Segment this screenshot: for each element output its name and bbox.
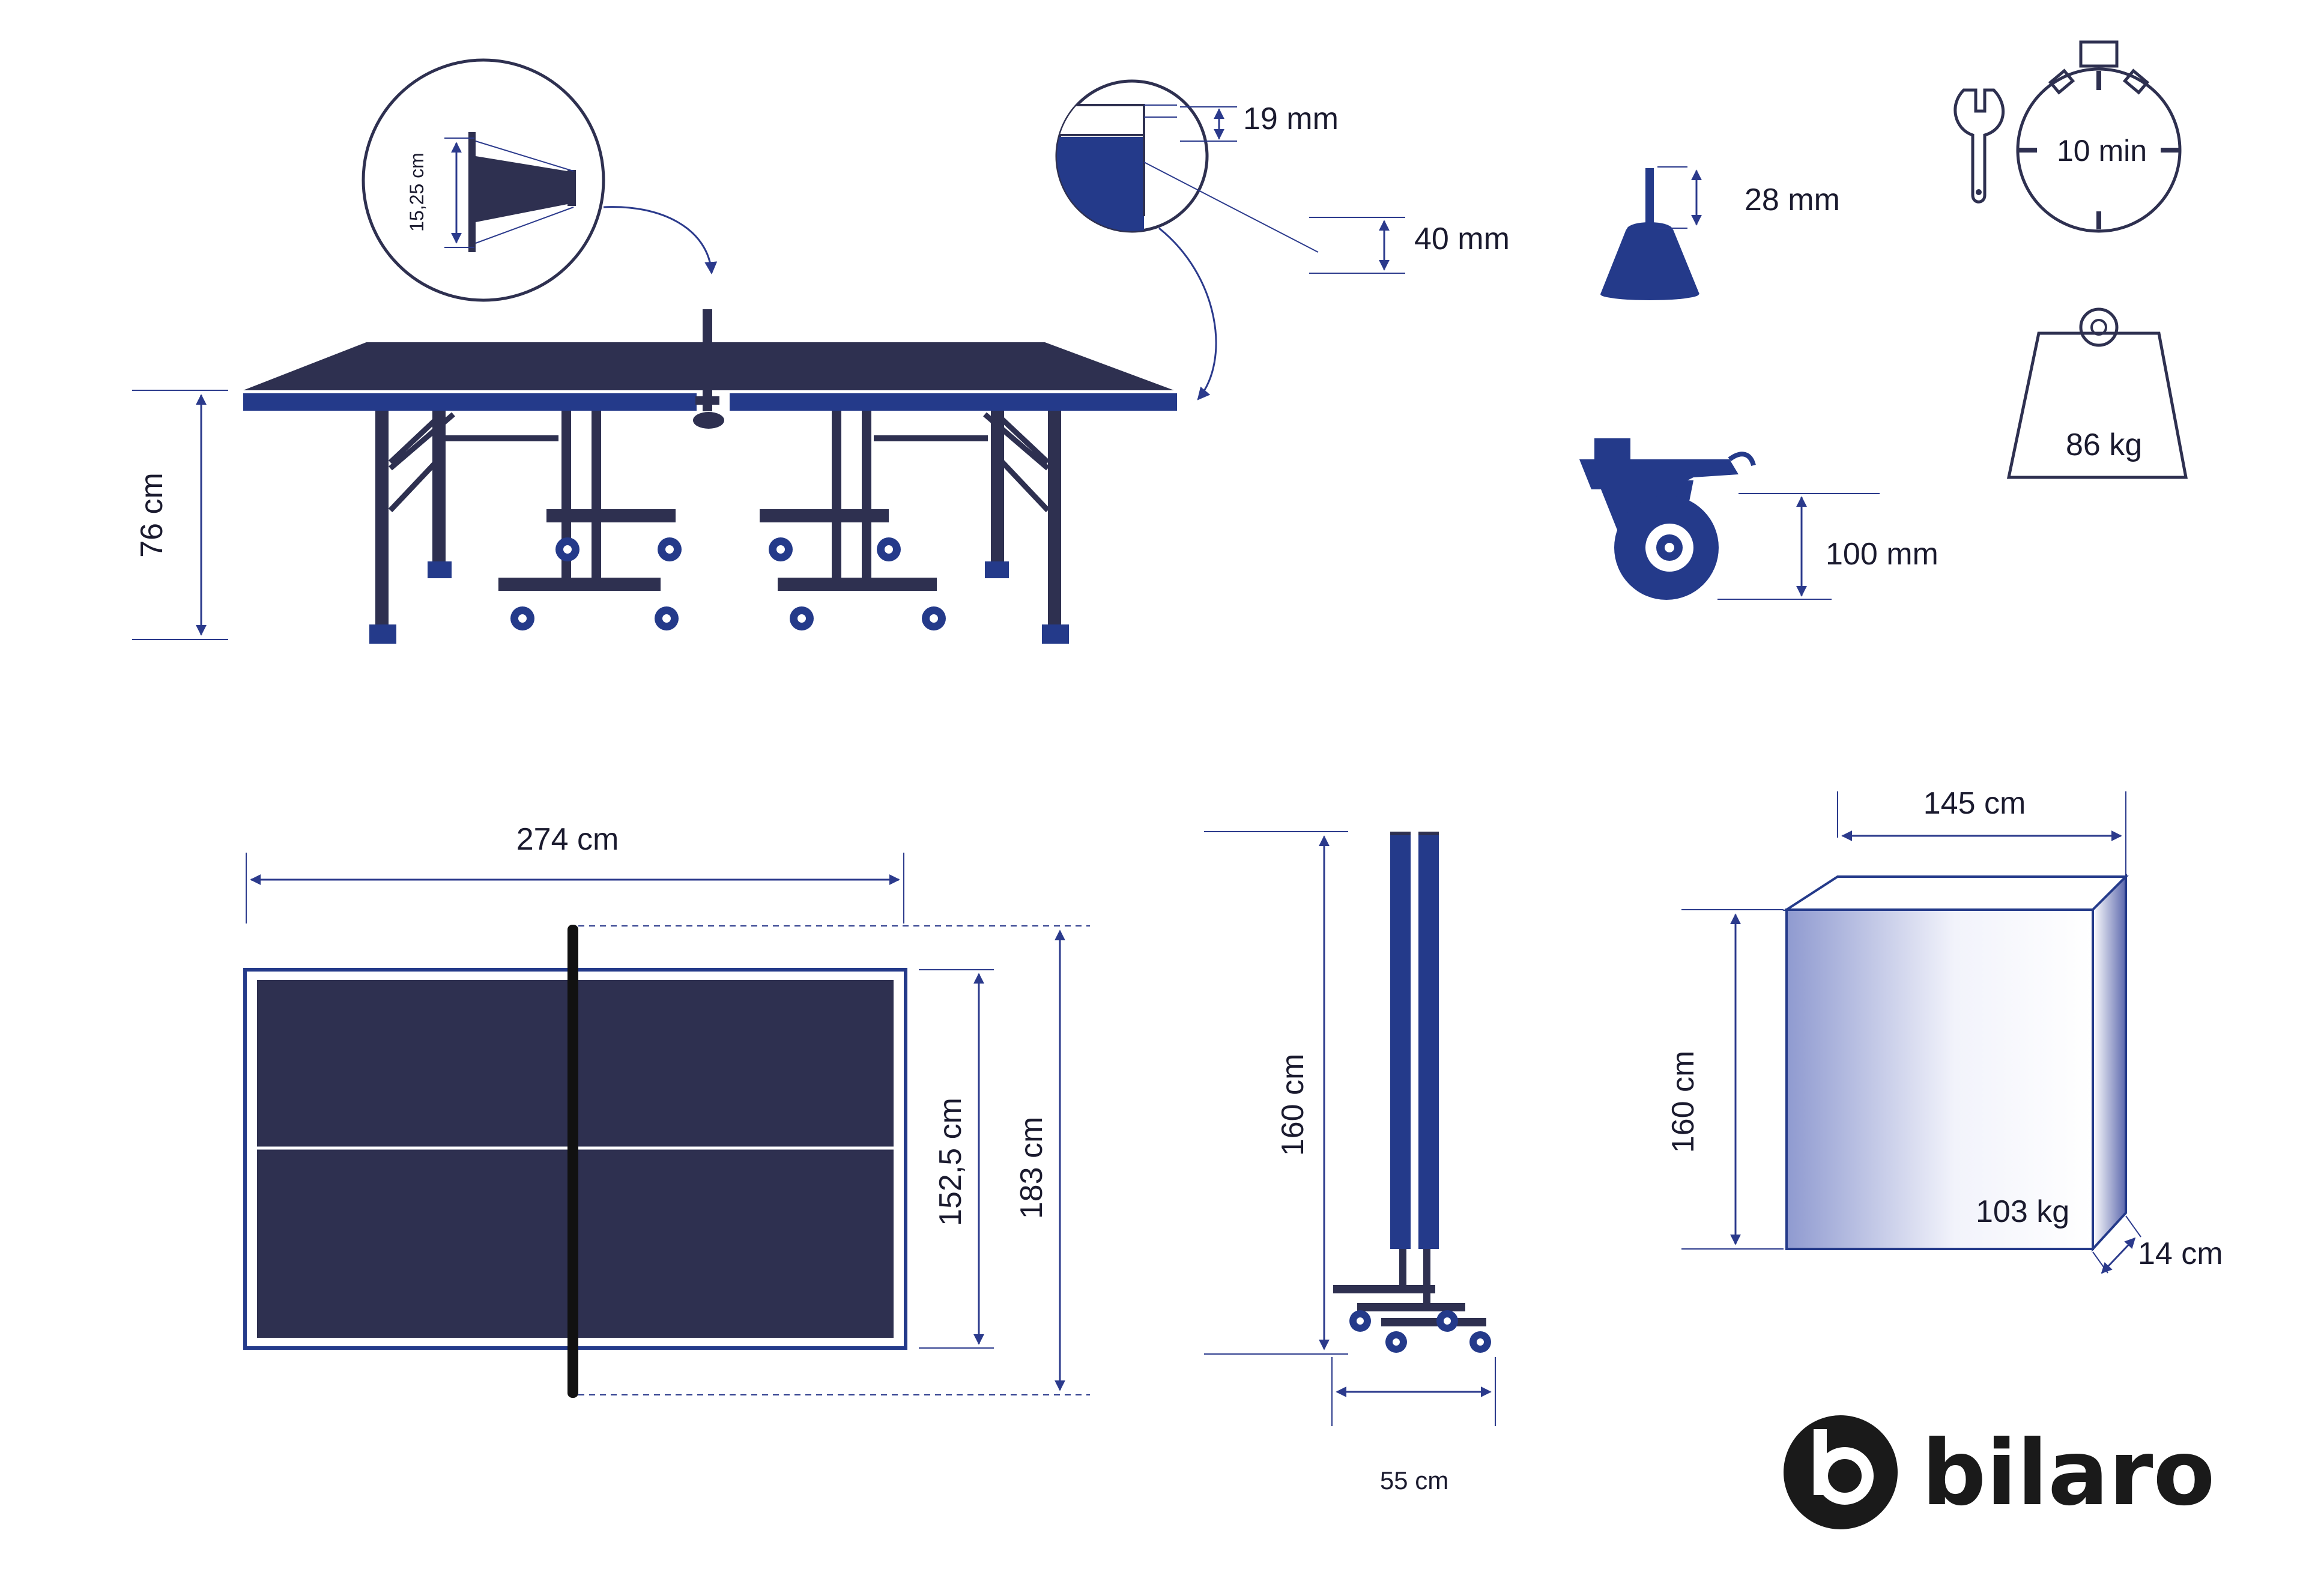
tabletop-detail-icon bbox=[1055, 79, 1209, 233]
folded-table-view: 160 cm 55 cm bbox=[1204, 831, 1496, 1495]
assembly-time-label: 10 min bbox=[2057, 134, 2147, 168]
folded-depth-label: 55 cm bbox=[1380, 1466, 1448, 1495]
table-side-view: 76 cm bbox=[132, 309, 1177, 644]
wheel-diameter-label: 100 mm bbox=[1826, 537, 1938, 572]
leveling-foot-icon: 28 mm bbox=[1600, 166, 1840, 300]
net-height-label: 15,25 cm bbox=[406, 153, 428, 232]
width-label: 152,5 cm bbox=[933, 1098, 968, 1226]
table-top-view: 274 cm 152,5 cm 183 cm bbox=[243, 822, 1090, 1398]
caster-wheel-icon: 100 mm bbox=[1579, 438, 1938, 600]
net-detail-icon: 15,25 cm bbox=[362, 58, 605, 302]
wrench-icon bbox=[1953, 88, 2005, 204]
box-weight-label: 103 kg bbox=[1976, 1194, 2069, 1229]
box-height-label: 160 cm bbox=[1666, 1051, 1701, 1153]
stopwatch-icon: 10 min bbox=[2016, 40, 2182, 233]
package-box-view: 145 cm 160 cm 103 kg 14 cm bbox=[1666, 786, 2223, 1274]
net-weight-label: 86 kg bbox=[2066, 428, 2142, 462]
brand-logo: bilaro bbox=[1784, 1415, 2215, 1529]
brand-name: bilaro bbox=[1922, 1421, 2215, 1526]
table-height-label: 76 cm bbox=[135, 473, 169, 558]
top-thickness-label: 19 mm bbox=[1243, 101, 1339, 136]
weight-icon: 86 kg bbox=[2006, 307, 2188, 479]
length-label: 274 cm bbox=[516, 822, 619, 857]
foot-height-label: 28 mm bbox=[1745, 183, 1840, 217]
folded-height-label: 160 cm bbox=[1276, 1054, 1310, 1156]
box-width-label: 145 cm bbox=[1923, 786, 2026, 821]
box-depth-label: 14 cm bbox=[2138, 1236, 2223, 1271]
apron-height-label: 40 mm bbox=[1414, 222, 1510, 256]
net-length-label: 183 cm bbox=[1014, 1117, 1049, 1220]
